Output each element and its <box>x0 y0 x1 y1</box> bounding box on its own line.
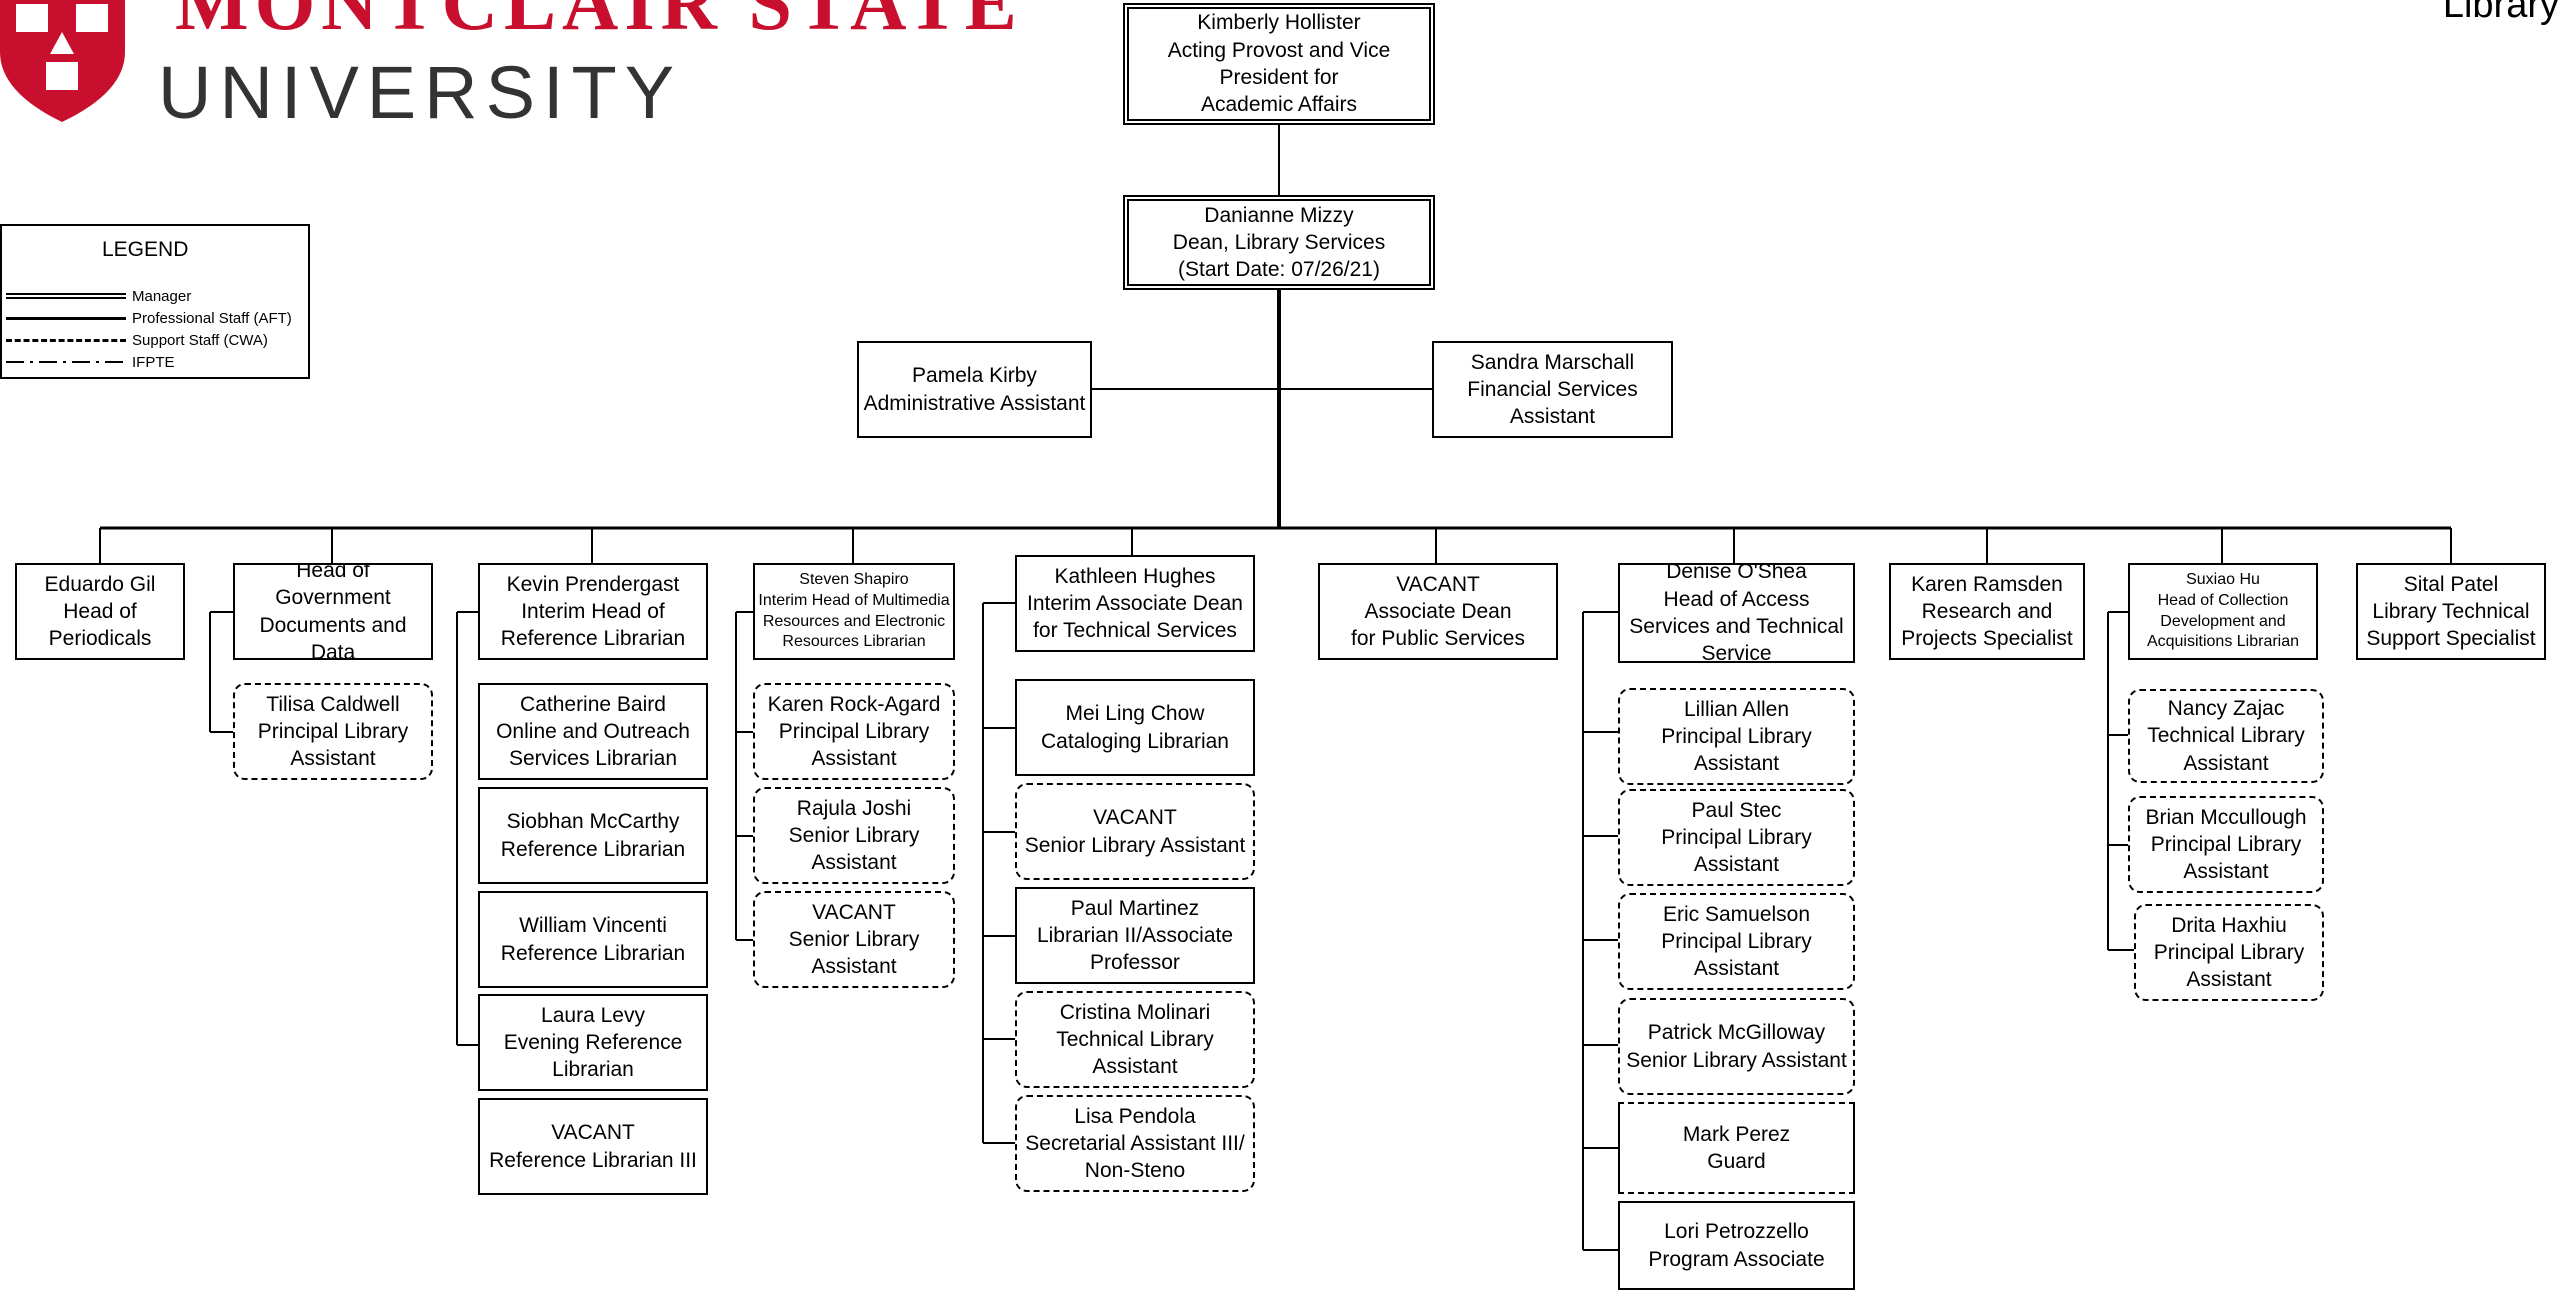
node-shapiro: Steven Shapiro Interim Head of Multimedi… <box>753 563 955 660</box>
node-label: Kathleen Hughes Interim Associate Dean f… <box>1027 564 1243 643</box>
node-label: Karen Ramsden Research and Projects Spec… <box>1901 572 2073 651</box>
logo-line2: UNIVERSITY <box>158 51 683 134</box>
node-patel: Sital Patel Library Technical Support Sp… <box>2356 563 2546 660</box>
legend-item-manager: Manager <box>6 286 191 306</box>
node-stec: Paul Stec Principal Library Assistant <box>1618 789 1855 886</box>
node-hu: Suxiao Hu Head of Collection Development… <box>2128 563 2318 660</box>
legend-item-ifpte: IFPTE <box>6 352 175 372</box>
node-caldwell: Tilisa Caldwell Principal Library Assist… <box>233 683 433 780</box>
node-rockagard: Karen Rock-Agard Principal Library Assis… <box>753 683 955 780</box>
corner-label: Library <box>2442 0 2559 26</box>
node-label: Lori Petrozzello Program Associate <box>1648 1220 1825 1271</box>
node-label: Lisa Pendola Secretarial Assistant III/ … <box>1025 1104 1245 1183</box>
node-label: Eduardo Gil Head of Periodicals <box>44 572 156 651</box>
node-label: VACANT Senior Library Assistant <box>788 900 920 979</box>
node-label: Sital Patel Library Technical Support Sp… <box>2366 572 2536 651</box>
node-label: Siobhan McCarthy Reference Librarian <box>500 810 686 861</box>
node-baird: Catherine Baird Online and Outreach Serv… <box>478 683 708 780</box>
legend-label: Manager <box>132 287 192 305</box>
node-label: Catherine Baird Online and Outreach Serv… <box>496 692 690 771</box>
node-label: VACANT Associate Dean for Public Service… <box>1351 572 1525 651</box>
node-vacant-assoc-dean: VACANT Associate Dean for Public Service… <box>1318 563 1558 660</box>
logo-line1: MONTCLAIR STATE <box>175 0 1023 46</box>
node-samuelson: Eric Samuelson Principal Library Assista… <box>1618 893 1855 990</box>
dashdot-line-icon <box>6 361 126 363</box>
node-zajac: Nancy Zajac Technical Library Assistant <box>2128 689 2324 783</box>
node-vacant-sla1: VACANT Senior Library Assistant <box>753 891 955 988</box>
node-label: Kimberly Hollister Acting Provost and Vi… <box>1167 11 1391 117</box>
node-gil: Eduardo Gil Head of Periodicals <box>15 563 185 660</box>
node-dean: Danianne Mizzy Dean, Library Services (S… <box>1123 195 1435 290</box>
node-label: Pamela Kirby Administrative Assistant <box>863 364 1086 415</box>
node-label: Suxiao Hu Head of Collection Development… <box>2146 570 2300 651</box>
node-chow: Mei Ling Chow Cataloging Librarian <box>1015 679 1255 776</box>
node-label: VACANT Senior Library Assistant <box>1024 806 1246 857</box>
node-label: Patrick McGilloway Senior Library Assist… <box>1626 1021 1847 1072</box>
node-martinez: Paul Martinez Librarian II/Associate Pro… <box>1015 887 1255 984</box>
node-label: Mei Ling Chow Cataloging Librarian <box>1041 702 1229 753</box>
node-label: Paul Martinez Librarian II/Associate Pro… <box>1036 896 1234 975</box>
node-mcgilloway: Patrick McGilloway Senior Library Assist… <box>1618 998 1855 1095</box>
node-label: Karen Rock-Agard Principal Library Assis… <box>767 692 941 771</box>
node-mccullough: Brian Mccullough Principal Library Assis… <box>2128 796 2324 893</box>
node-label: Darren Sweeper Head of Government Docume… <box>259 563 407 660</box>
node-haxhiu: Drita Haxhiu Principal Library Assistant <box>2134 904 2324 1001</box>
node-joshi: Rajula Joshi Senior Library Assistant <box>753 787 955 884</box>
node-label: Sandra Marschall Financial Services Assi… <box>1467 350 1638 429</box>
node-perez: Mark Perez Guard <box>1618 1102 1855 1194</box>
node-label: Lillian Allen Principal Library Assistan… <box>1661 697 1812 776</box>
node-petrozzello: Lori Petrozzello Program Associate <box>1618 1201 1855 1290</box>
university-logo: MONTCLAIR STATE UNIVERSITY <box>0 0 1017 134</box>
node-provost: Kimberly Hollister Acting Provost and Vi… <box>1123 3 1435 125</box>
node-sweeper: Darren Sweeper Head of Government Docume… <box>233 563 433 660</box>
legend-item-cwa: Support Staff (CWA) <box>6 330 268 350</box>
node-label: VACANT Reference Librarian III <box>489 1121 697 1172</box>
node-label: Rajula Joshi Senior Library Assistant <box>788 796 920 875</box>
shield-logo-icon <box>0 0 125 122</box>
node-prendergast: Kevin Prendergast Interim Head of Refere… <box>478 563 708 660</box>
node-vacant-sla2: VACANT Senior Library Assistant <box>1015 783 1255 880</box>
node-label: Denise O'Shea Head of Access Services an… <box>1629 563 1844 663</box>
node-allen: Lillian Allen Principal Library Assistan… <box>1618 688 1855 785</box>
legend-label: Support Staff (CWA) <box>132 331 268 349</box>
node-vacant-ref: VACANT Reference Librarian III <box>478 1098 708 1195</box>
node-label: Kevin Prendergast Interim Head of Refere… <box>500 572 686 651</box>
node-levy: Laura Levy Evening Reference Librarian <box>478 994 708 1091</box>
node-label: Nancy Zajac Technical Library Assistant <box>2147 697 2305 775</box>
node-molinari: Cristina Molinari Technical Library Assi… <box>1015 991 1255 1088</box>
node-label: William Vincenti Reference Librarian <box>500 914 686 965</box>
node-marschall: Sandra Marschall Financial Services Assi… <box>1432 341 1673 438</box>
legend: LEGEND Manager Professional Staff (AFT) … <box>0 224 310 379</box>
node-label: Brian Mccullough Principal Library Assis… <box>2145 805 2307 884</box>
node-label: Drita Haxhiu Principal Library Assistant <box>2153 913 2305 992</box>
node-vincenti: William Vincenti Reference Librarian <box>478 891 708 988</box>
node-label: Laura Levy Evening Reference Librarian <box>503 1003 683 1082</box>
node-ramsden: Karen Ramsden Research and Projects Spec… <box>1889 563 2085 660</box>
node-oshea: Denise O'Shea Head of Access Services an… <box>1618 563 1855 663</box>
node-label: Danianne Mizzy Dean, Library Services (S… <box>1172 203 1386 282</box>
node-pendola: Lisa Pendola Secretarial Assistant III/ … <box>1015 1095 1255 1192</box>
node-label: Tilisa Caldwell Principal Library Assist… <box>257 692 409 771</box>
node-kirby: Pamela Kirby Administrative Assistant <box>857 341 1092 438</box>
node-hughes: Kathleen Hughes Interim Associate Dean f… <box>1015 555 1255 652</box>
legend-title: LEGEND <box>102 238 189 261</box>
node-label: Steven Shapiro Interim Head of Multimedi… <box>758 570 950 651</box>
legend-label: IFPTE <box>132 353 175 371</box>
node-label: Paul Stec Principal Library Assistant <box>1661 798 1812 877</box>
node-label: Cristina Molinari Technical Library Assi… <box>1056 1000 1214 1079</box>
node-label: Eric Samuelson Principal Library Assista… <box>1661 902 1812 981</box>
node-mccarthy: Siobhan McCarthy Reference Librarian <box>478 787 708 884</box>
legend-label: Professional Staff (AFT) <box>132 309 292 327</box>
node-label: Mark Perez Guard <box>1682 1122 1791 1173</box>
legend-item-aft: Professional Staff (AFT) <box>6 308 292 328</box>
